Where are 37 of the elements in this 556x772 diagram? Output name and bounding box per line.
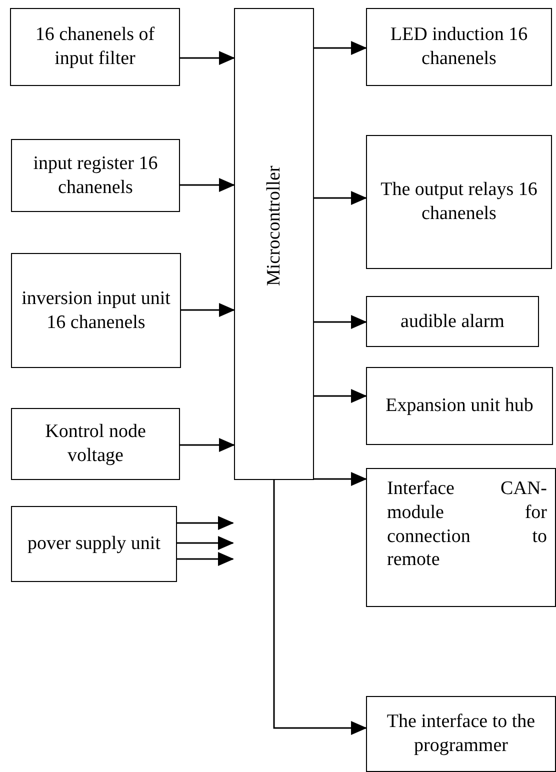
arrow	[180, 178, 235, 192]
block-box	[366, 135, 552, 269]
block-box	[11, 506, 177, 582]
arrow	[314, 389, 367, 403]
block-box	[366, 367, 553, 445]
block-label: Kontrol node voltage	[44, 420, 147, 468]
block-label: LED induction 16 chanenels	[389, 23, 529, 71]
block-box	[366, 468, 556, 607]
block-label: The interface to the programmer	[386, 710, 536, 758]
block-box	[366, 696, 556, 772]
block-label: 16 chanenels of input filter	[34, 23, 156, 71]
arrow	[180, 438, 235, 452]
arrow	[314, 191, 367, 205]
block-box	[234, 8, 314, 480]
block-box	[366, 296, 539, 347]
block-box	[366, 8, 552, 86]
block-box	[11, 139, 180, 212]
block-label: input register 16 chanenels	[32, 152, 159, 200]
arrow	[314, 315, 367, 329]
arrow	[177, 516, 234, 530]
arrow	[177, 536, 234, 550]
block-label: Expansion unit hub	[386, 394, 534, 418]
block-label: audible alarm	[400, 310, 504, 334]
arrow	[177, 552, 234, 566]
block-label: Interface CAN-module for connection to remote	[387, 477, 547, 572]
arrow	[181, 303, 235, 317]
arrow	[180, 51, 235, 65]
arrow	[273, 480, 367, 735]
block-label: Microcontroller	[262, 166, 286, 286]
block-box	[10, 8, 180, 86]
block-box	[11, 408, 180, 480]
arrow	[314, 472, 367, 486]
arrow	[314, 41, 367, 55]
block-box	[11, 253, 181, 368]
block-label: The output relays 16 chanenels	[380, 178, 538, 226]
block-label: pover supply unit	[28, 532, 160, 556]
block-label: inversion input unit 16 chanenels	[20, 286, 172, 334]
